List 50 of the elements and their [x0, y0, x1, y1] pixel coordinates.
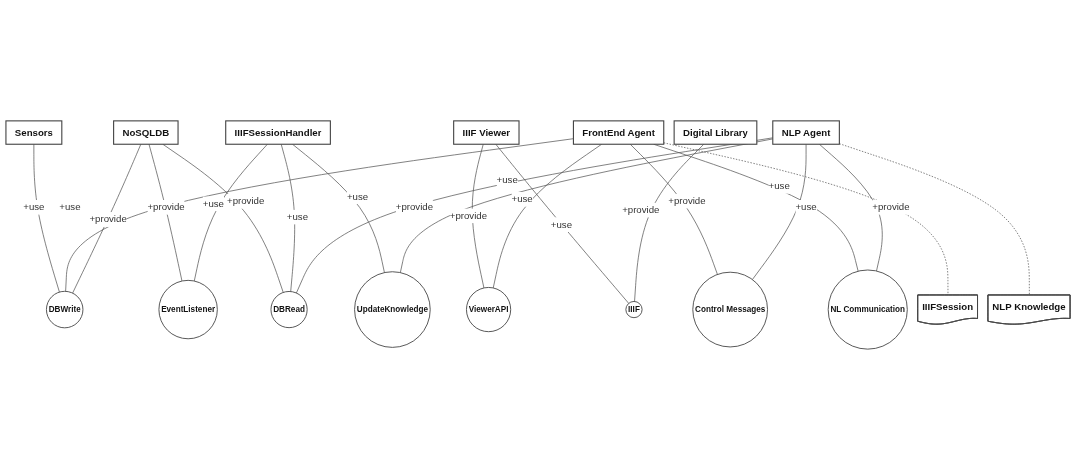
- connector: [162, 143, 284, 293]
- edge-label: +provide: [622, 204, 660, 216]
- node-box: NLP Agent: [772, 120, 840, 145]
- connector: [492, 143, 603, 289]
- node-box: IIIF Viewer: [453, 120, 520, 145]
- connector: [280, 143, 296, 292]
- node-circle: Control Messages: [692, 271, 768, 348]
- node-circle: IIIF: [625, 301, 643, 319]
- edge-label: +provide: [227, 195, 265, 207]
- node-box: Sensors: [5, 120, 63, 145]
- edge-label: +provide: [147, 201, 185, 213]
- edge-label: +use: [768, 180, 790, 192]
- edge-label: +provide: [89, 213, 127, 225]
- node-box: NoSQLDB: [113, 120, 179, 145]
- connector: [148, 143, 183, 282]
- connector: [819, 143, 883, 272]
- connector: [65, 138, 574, 292]
- edge-label: +provide: [395, 201, 434, 213]
- edge-label: +use: [346, 190, 369, 203]
- connector: [33, 143, 60, 293]
- node-circle: UpdateKnowledge: [354, 271, 431, 348]
- connector: [292, 143, 385, 273]
- edge-label: +use: [59, 201, 81, 213]
- connector: [663, 142, 949, 296]
- node-box: Digital Library: [673, 120, 758, 145]
- connector: [839, 143, 1030, 296]
- node-circle: EventListener: [158, 279, 218, 340]
- edge-label: +use: [550, 218, 573, 230]
- node-circle: ViewerAPI: [466, 287, 512, 333]
- node-box: FrontEnd Agent: [572, 120, 665, 145]
- edge-label: +use: [795, 201, 817, 213]
- connector: [629, 143, 718, 275]
- edge-label: +use: [202, 197, 224, 209]
- connector: [193, 143, 268, 282]
- connector: [471, 143, 485, 289]
- node-circle: DBRead: [270, 291, 308, 329]
- connector: [752, 143, 807, 280]
- node-circle: DBWrite: [46, 290, 84, 329]
- edge-label: +use: [23, 201, 45, 213]
- node-box: IIIFSessionHandler: [225, 120, 331, 145]
- edge-label: +use: [511, 193, 533, 205]
- connector: [72, 143, 142, 294]
- edge-label: +use: [286, 211, 309, 223]
- edge-label: +provide: [668, 195, 706, 207]
- connector: [634, 143, 705, 302]
- edge-label: +use: [496, 174, 518, 186]
- node-circle: NL Communication: [827, 269, 908, 350]
- edge-label: +provide: [449, 209, 488, 222]
- connector: [495, 143, 630, 304]
- edge-label: +provide: [872, 201, 910, 213]
